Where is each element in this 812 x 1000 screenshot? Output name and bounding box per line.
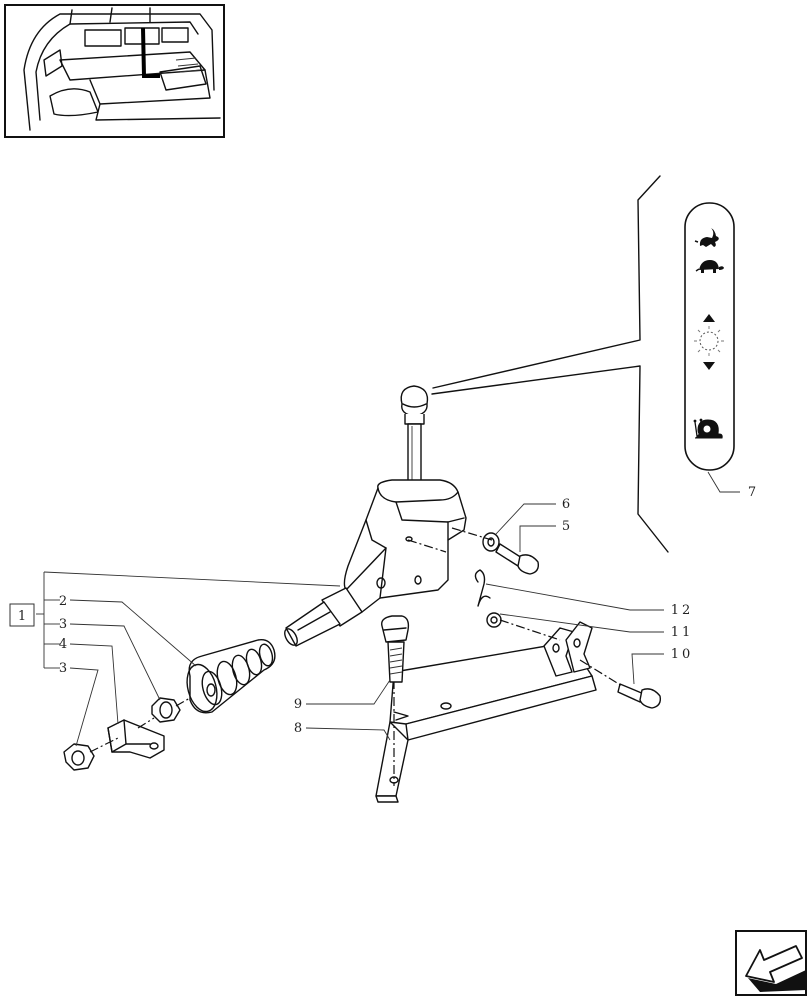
label-item-2: 2 (59, 594, 67, 609)
callout-labels: 1 2 3 4 3 6 5 7 12 11 10 9 8 (9, 485, 756, 736)
nut-3a (151, 697, 181, 723)
arrow-up-icon (703, 314, 715, 322)
sun-icon (694, 326, 724, 356)
bracket-4 (107, 719, 165, 759)
tortoise-icon (695, 260, 724, 273)
base-plate-8 (375, 621, 597, 803)
label-item-4: 4 (59, 637, 67, 652)
hare-icon (694, 228, 719, 247)
bushing-11 (486, 612, 502, 628)
label-item-10: 10 (671, 647, 694, 662)
label-item-9: 9 (294, 697, 302, 712)
spring-2 (186, 639, 276, 714)
nut-3b (63, 743, 95, 771)
label-item-8: 8 (294, 721, 302, 736)
label-item-12: 12 (671, 603, 694, 618)
washer-6 (482, 532, 500, 552)
tractor-cab-location-icon[interactable] (4, 4, 225, 138)
label-item-6: 6 (562, 497, 570, 512)
label-item-1: 1 (18, 609, 26, 624)
gear-lever-assembly (284, 385, 467, 647)
next-page-arrow-icon[interactable] (735, 930, 807, 996)
bolt-5 (495, 543, 540, 575)
label-item-3b: 3 (59, 661, 67, 676)
label-item-7: 7 (748, 485, 756, 500)
bolt-10 (617, 683, 662, 709)
bolt-9 (381, 615, 410, 683)
leader-lines (36, 471, 740, 747)
label-item-5: 5 (562, 519, 570, 534)
arrow-down-icon (703, 362, 715, 370)
snail-icon (693, 418, 723, 439)
clip-12 (474, 569, 491, 607)
label-item-11: 11 (671, 625, 694, 640)
speed-indicator-panel (684, 202, 735, 471)
label-item-3a: 3 (59, 617, 67, 632)
